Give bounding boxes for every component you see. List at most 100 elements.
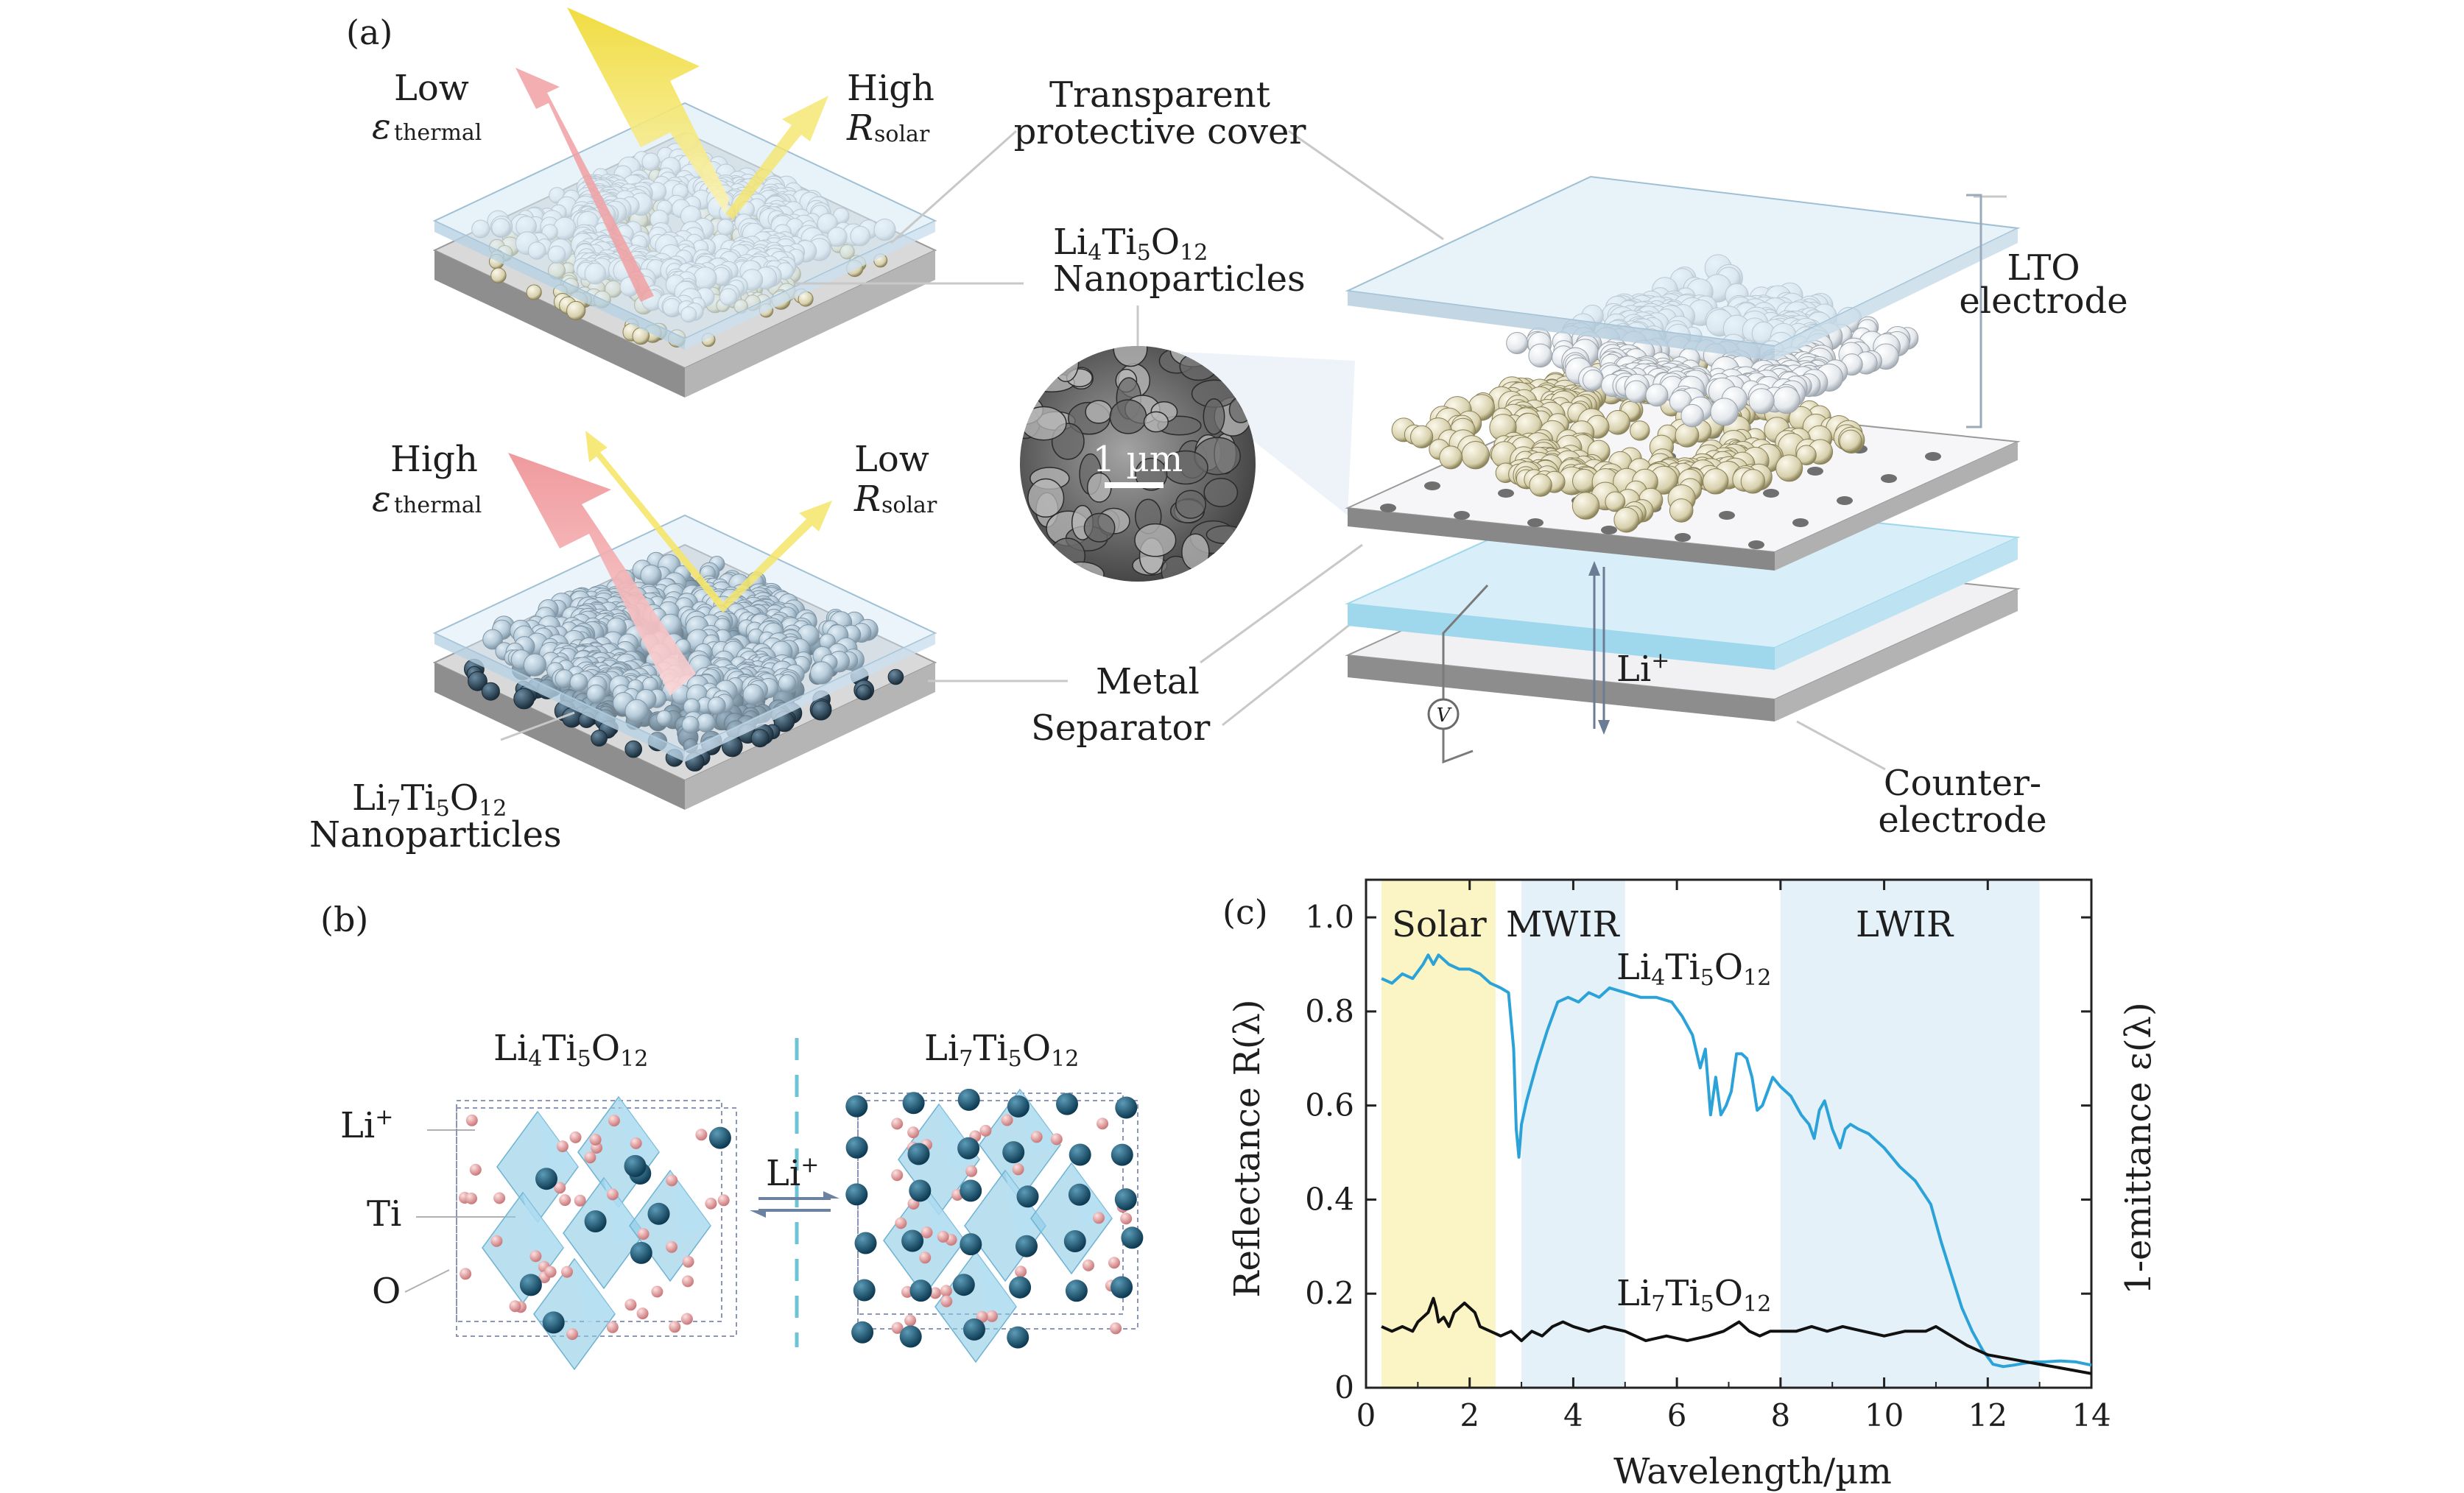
panel-a-label: (a) (346, 13, 393, 52)
chart-series (1381, 953, 2092, 1375)
li-atom (624, 1154, 647, 1177)
transparent-cover (1345, 175, 2021, 347)
sem-grain (1143, 411, 1169, 433)
li-exchange-arrows (750, 1191, 839, 1218)
o-atom (460, 1268, 472, 1280)
crystal-ti-label: Ti (367, 1193, 401, 1235)
chart-shaded-bands (1381, 880, 2040, 1388)
o-atom (666, 1174, 678, 1187)
separator-hole (1719, 511, 1735, 520)
particle (1506, 332, 1529, 354)
chart-y-axis-label-left: Reflectance R(λ) (1227, 999, 1268, 1297)
separator-hole (1380, 504, 1396, 512)
band-mwir-label: MWIR (1506, 904, 1620, 945)
svg-text:solar: solar (874, 121, 930, 147)
particle (707, 696, 726, 715)
separator-hole (1837, 496, 1853, 505)
li-atom (535, 1168, 557, 1190)
li-atom (1110, 1143, 1133, 1166)
particle (1710, 398, 1739, 426)
o-atom (907, 1126, 920, 1139)
particle (1439, 445, 1463, 470)
o-atom (1097, 1118, 1109, 1130)
lto-electrode-label-1: LTO (2007, 247, 2080, 289)
band-mwir (1521, 880, 1625, 1388)
separator-hole (1424, 481, 1440, 490)
o-atom (965, 1165, 978, 1177)
particle (1675, 423, 1700, 448)
x-tick-label: 6 (1667, 1397, 1687, 1433)
sem-grain (1020, 351, 1046, 381)
o-atom (1120, 1213, 1133, 1225)
o-atom (986, 1310, 998, 1322)
chart-x-axis-label: Wavelength/µm (1613, 1451, 1892, 1492)
o-atom (929, 1287, 941, 1299)
o-atom (695, 1129, 708, 1141)
x-tick-label: 0 (1356, 1397, 1376, 1433)
y-tick-label: 0.2 (1305, 1275, 1354, 1311)
li-atom (542, 1311, 565, 1334)
li-atom (1009, 1276, 1032, 1299)
li-atom (1056, 1093, 1078, 1115)
sem-grain (1181, 533, 1210, 571)
y-tick-label: 0.4 (1305, 1181, 1354, 1217)
o-atom (561, 1266, 573, 1278)
lto-electrode-label-2: electrode (1959, 280, 2127, 322)
particle (681, 716, 700, 734)
bottom-left-arrows (508, 431, 832, 696)
svg-text:Low: Low (854, 439, 929, 480)
li-atom (1069, 1143, 1091, 1166)
li-atom (630, 1241, 652, 1264)
sem-grain (1134, 523, 1177, 557)
o-atom (680, 1313, 693, 1325)
o-atom (584, 1151, 596, 1164)
o-atom (574, 1194, 586, 1207)
particle (778, 674, 797, 693)
band-lwir-label: LWIR (1856, 904, 1954, 945)
particle (856, 684, 872, 700)
li-atom (1068, 1183, 1091, 1206)
o-atom (891, 1169, 904, 1182)
sem-grain (1049, 537, 1086, 574)
scale-bar (1105, 482, 1164, 488)
o-atom (919, 1252, 932, 1264)
o-atom (1108, 1257, 1120, 1269)
sem-grain (1222, 564, 1256, 582)
particle (810, 661, 834, 685)
particle (1773, 386, 1801, 414)
li-atom (1007, 1326, 1029, 1349)
particle (887, 668, 904, 685)
lto7-nanoparticles-label: Li7Ti5O12 Nanoparticles (309, 777, 562, 855)
particle (1613, 507, 1639, 533)
y-tick-label: 0.6 (1305, 1087, 1354, 1123)
o-atom (1110, 1322, 1122, 1335)
cover-label-1: Transparent (1049, 74, 1270, 116)
particle (1839, 429, 1862, 453)
o-atom (669, 1321, 681, 1333)
li-atom (1063, 1230, 1086, 1252)
o-atom (937, 1230, 949, 1243)
particle (1680, 403, 1704, 428)
x-tick-label: 10 (1865, 1397, 1904, 1433)
li-atom (899, 1325, 922, 1348)
o-atom (490, 1235, 503, 1247)
svg-text:ε: ε (372, 479, 391, 520)
x-tick-label: 8 (1770, 1397, 1790, 1433)
particle (481, 682, 500, 701)
o-atom (682, 1255, 694, 1268)
li-exchange-label: Li+ (766, 1152, 819, 1194)
top-left-arrows (515, 7, 828, 302)
li-atom (957, 1088, 980, 1111)
o-atom (705, 1197, 717, 1210)
li-atom (1115, 1096, 1138, 1119)
lto7-crystal-title: Li7Ti5O12 (924, 1028, 1079, 1072)
o-atom (1050, 1133, 1063, 1146)
emit-arrow-thin (515, 68, 654, 302)
li-atom (960, 1233, 982, 1256)
x-tick-label: 2 (1460, 1397, 1479, 1433)
li-atom (909, 1280, 932, 1302)
sem-grain (1020, 559, 1060, 582)
y-tick-label: 0.8 (1305, 993, 1354, 1029)
